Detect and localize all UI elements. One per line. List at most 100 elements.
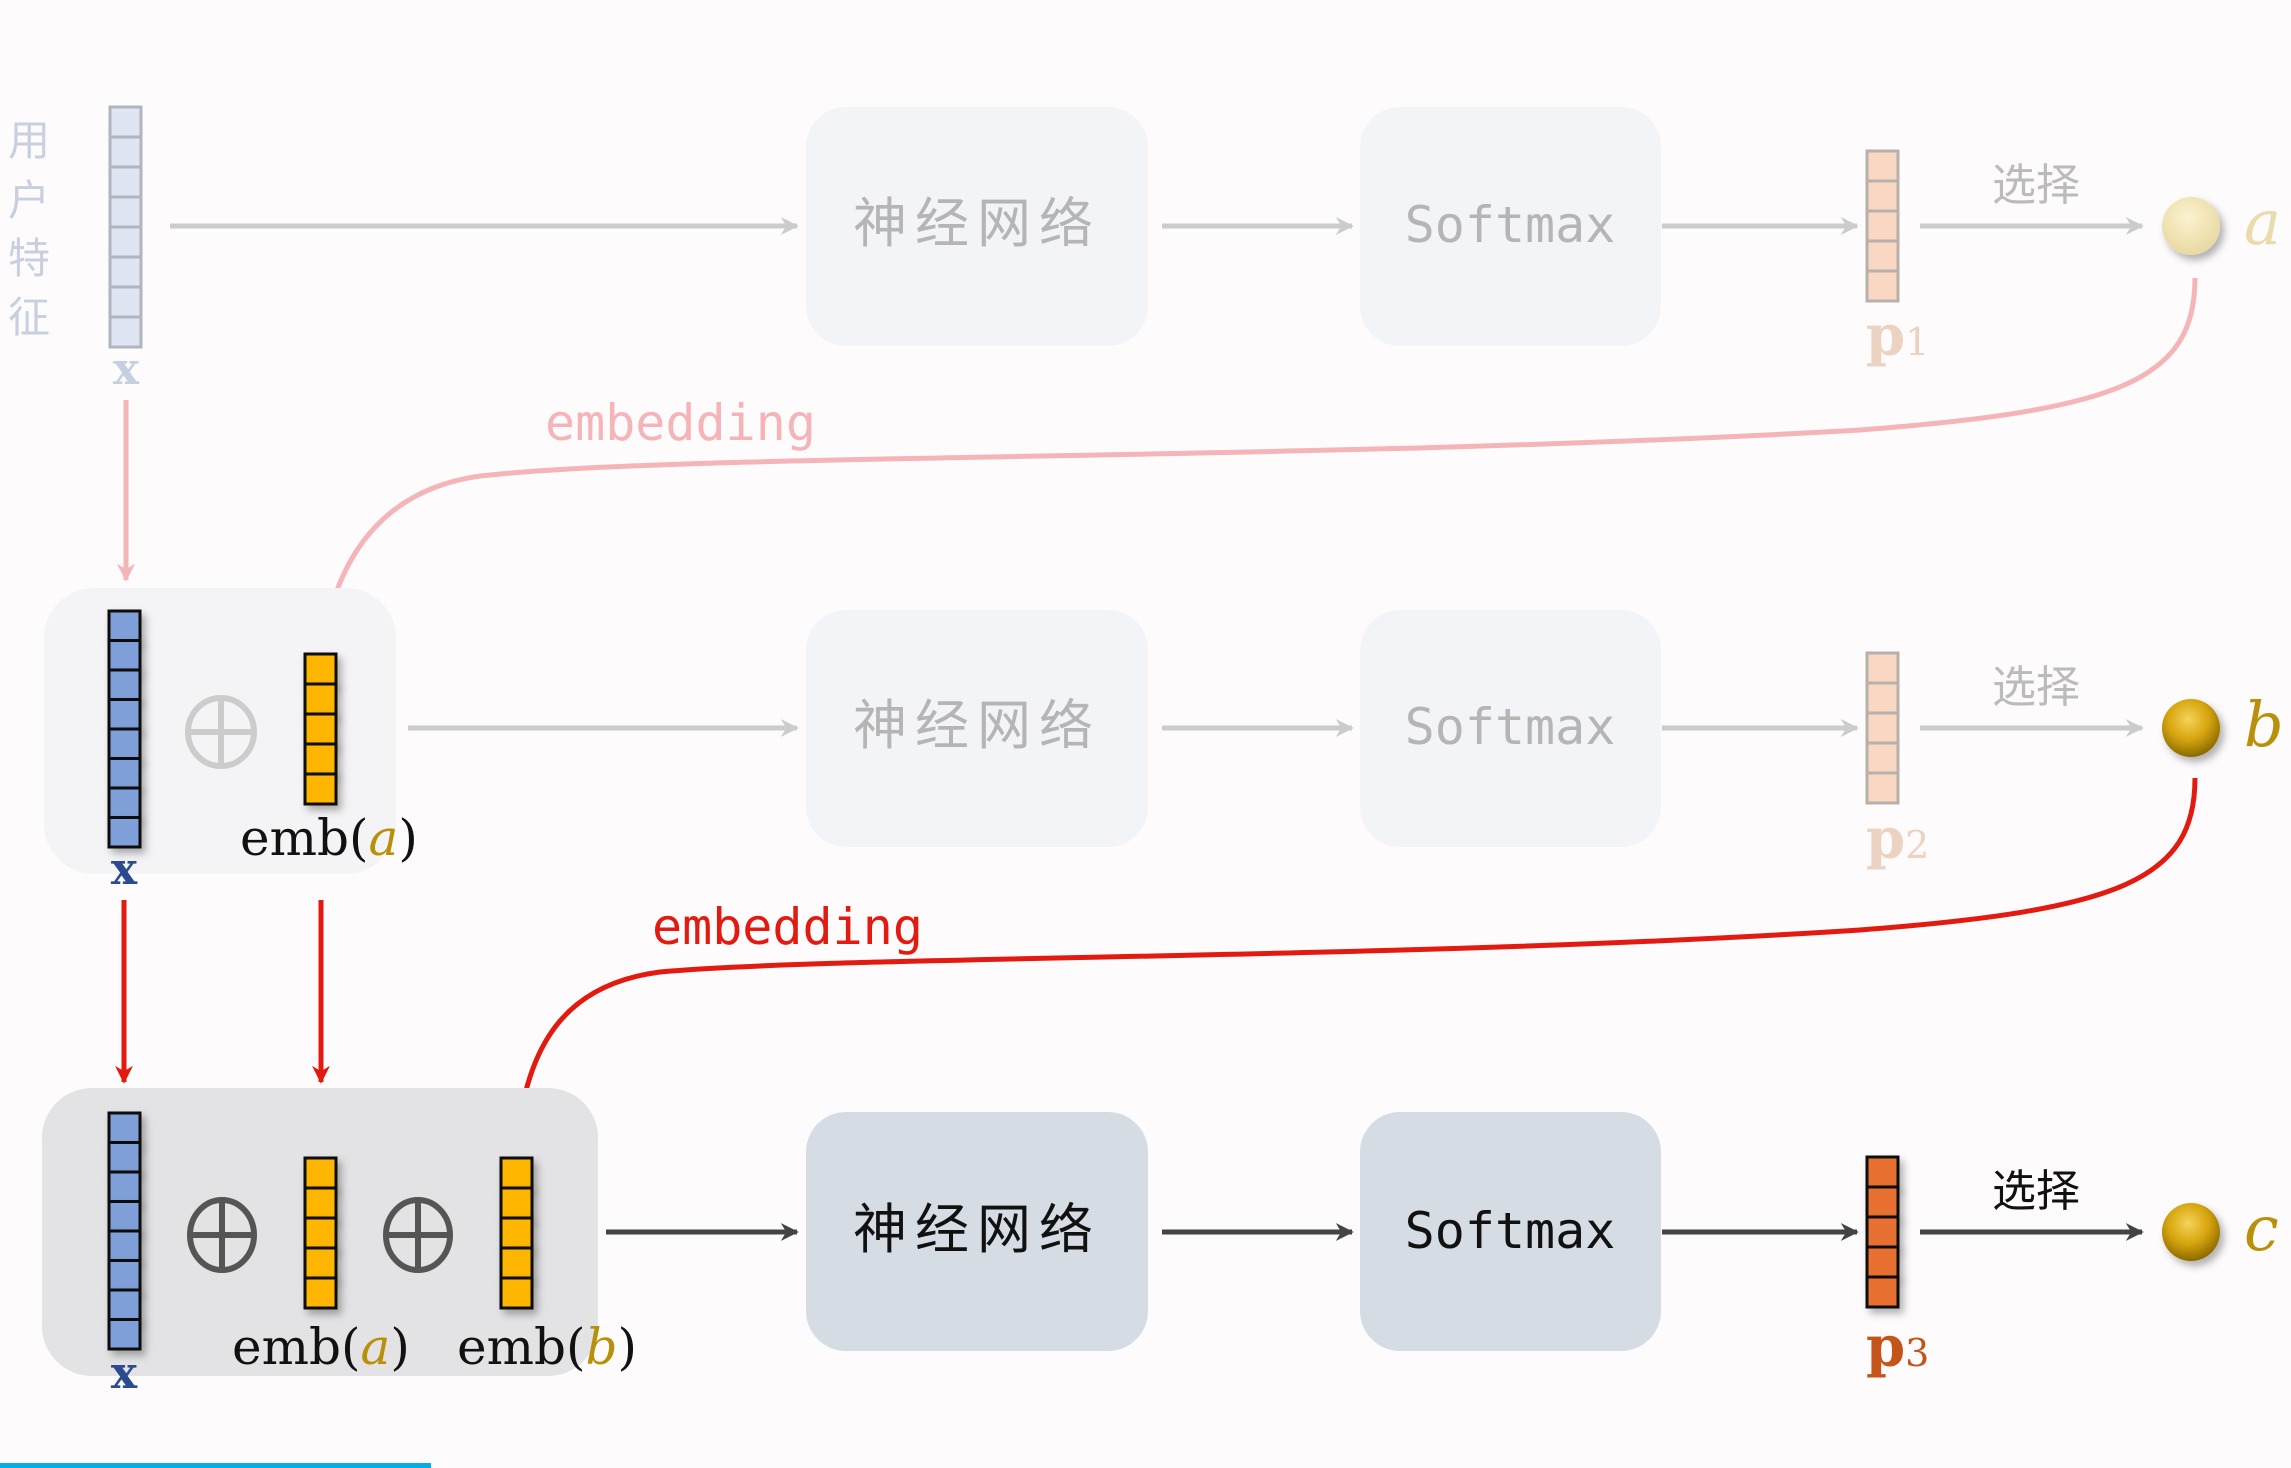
feature-char: 用 <box>8 116 50 165</box>
x-vector <box>107 609 142 849</box>
neural-network-box[interactable] <box>806 1112 1148 1351</box>
vector-cell <box>108 225 143 259</box>
vector-cell <box>303 682 338 716</box>
output-letter-a: a <box>2244 186 2281 259</box>
vector-cell <box>107 1229 142 1262</box>
embedding-label-2: embedding <box>652 898 923 956</box>
feature-char: 征 <box>8 293 50 342</box>
embedding-arrow-2 <box>511 777 2198 1132</box>
output-ball-b[interactable] <box>2162 699 2220 757</box>
output-ball-a[interactable] <box>2162 197 2220 255</box>
emb-b-vector <box>499 1156 534 1310</box>
vector-cell <box>108 255 143 289</box>
vector-cell <box>1865 651 1900 685</box>
select-label: 选择 <box>1992 1166 2080 1217</box>
neural-network-label: 神经网络 <box>853 1198 1101 1261</box>
vector-cell <box>1865 681 1900 715</box>
p3-vector <box>1865 1155 1900 1309</box>
vector-cell <box>303 1156 338 1190</box>
softmax-label: Softmax <box>1405 196 1616 254</box>
p2-vector <box>1865 651 1900 805</box>
row-3: x emb(a) emb(b) 神经网络 Softmax p3 选择 c <box>42 1088 2279 1399</box>
softmax-box[interactable] <box>1360 610 1661 847</box>
vector-cell <box>499 1246 534 1280</box>
emb-a-vector <box>303 652 338 806</box>
vector-cell <box>1865 239 1900 273</box>
user-feature-label: 用 户 特 征 <box>8 116 50 342</box>
vector-cell <box>303 742 338 776</box>
concat-icon <box>185 695 257 769</box>
emb-a-label: emb(a) <box>232 1318 410 1376</box>
video-progress-bar[interactable] <box>0 1463 431 1468</box>
vector-cell <box>1865 149 1900 183</box>
vector-cell <box>499 1156 534 1190</box>
vector-cell <box>1865 1185 1900 1219</box>
vector-cell <box>107 1288 142 1321</box>
neural-network-label: 神经网络 <box>853 694 1101 757</box>
softmax-label: Softmax <box>1405 1202 1616 1260</box>
vector-cell <box>107 786 142 819</box>
vector-cell <box>107 727 142 760</box>
x-vector <box>107 1111 142 1351</box>
softmax-box[interactable] <box>1360 107 1661 346</box>
vector-cell <box>1865 1275 1900 1309</box>
p2-label: p2 <box>1866 806 1929 872</box>
x-label: x <box>111 1348 138 1399</box>
output-letter-b: b <box>2244 688 2284 761</box>
vector-cell <box>499 1276 534 1310</box>
vector-cell <box>303 652 338 686</box>
neural-network-box[interactable] <box>806 610 1148 847</box>
emb-a-label: emb(a) <box>240 809 418 867</box>
neural-network-label: 神经网络 <box>853 192 1101 255</box>
select-label: 选择 <box>1992 160 2080 211</box>
vector-cell <box>499 1216 534 1250</box>
vector-cell <box>108 315 143 349</box>
vector-cell <box>1865 1245 1900 1279</box>
concat-icon <box>187 1197 257 1273</box>
vector-cell <box>303 772 338 806</box>
emb-b-label: emb(b) <box>457 1318 637 1376</box>
feature-char: 户 <box>8 176 50 225</box>
output-letter-c: c <box>2244 1192 2279 1265</box>
vector-cell <box>107 698 142 731</box>
vector-cell <box>303 1186 338 1220</box>
x-vector-faded <box>108 105 143 349</box>
vector-cell <box>108 195 143 229</box>
vector-cell <box>303 712 338 746</box>
neural-network-box[interactable] <box>806 107 1148 346</box>
vector-cell <box>108 165 143 199</box>
vector-cell <box>108 105 143 139</box>
vector-cell <box>107 1141 142 1174</box>
softmax-box[interactable] <box>1360 1112 1661 1351</box>
vector-cell <box>303 1246 338 1280</box>
vector-cell <box>108 285 143 319</box>
vector-cell <box>1865 741 1900 775</box>
vector-cell <box>107 757 142 790</box>
embedding-label-1: embedding <box>545 394 816 452</box>
vector-cell <box>107 1318 142 1351</box>
x-label: x <box>113 344 140 395</box>
vector-cell <box>107 1111 142 1144</box>
vector-cell <box>1865 1215 1900 1249</box>
vector-cell <box>1865 711 1900 745</box>
embedding-arrow-1 <box>320 277 2198 632</box>
vector-cell <box>303 1216 338 1250</box>
vector-cell <box>107 1259 142 1292</box>
row-2: x emb(a) 神经网络 Softmax p2 选择 b <box>44 588 2284 895</box>
vector-cell <box>107 668 142 701</box>
feature-char: 特 <box>8 234 50 283</box>
select-label: 选择 <box>1992 662 2080 713</box>
p1-label: p1 <box>1866 303 1929 369</box>
vector-cell <box>107 609 142 642</box>
vector-cell <box>107 1200 142 1233</box>
vector-cell <box>1865 179 1900 213</box>
x-label: x <box>111 844 138 895</box>
p1-vector <box>1865 149 1900 303</box>
vector-cell <box>107 639 142 672</box>
concat-icon <box>383 1197 453 1273</box>
output-ball-c[interactable] <box>2162 1203 2220 1261</box>
vector-cell <box>1865 1155 1900 1189</box>
p3-label: p3 <box>1866 1314 1929 1380</box>
vector-cell <box>1865 771 1900 805</box>
